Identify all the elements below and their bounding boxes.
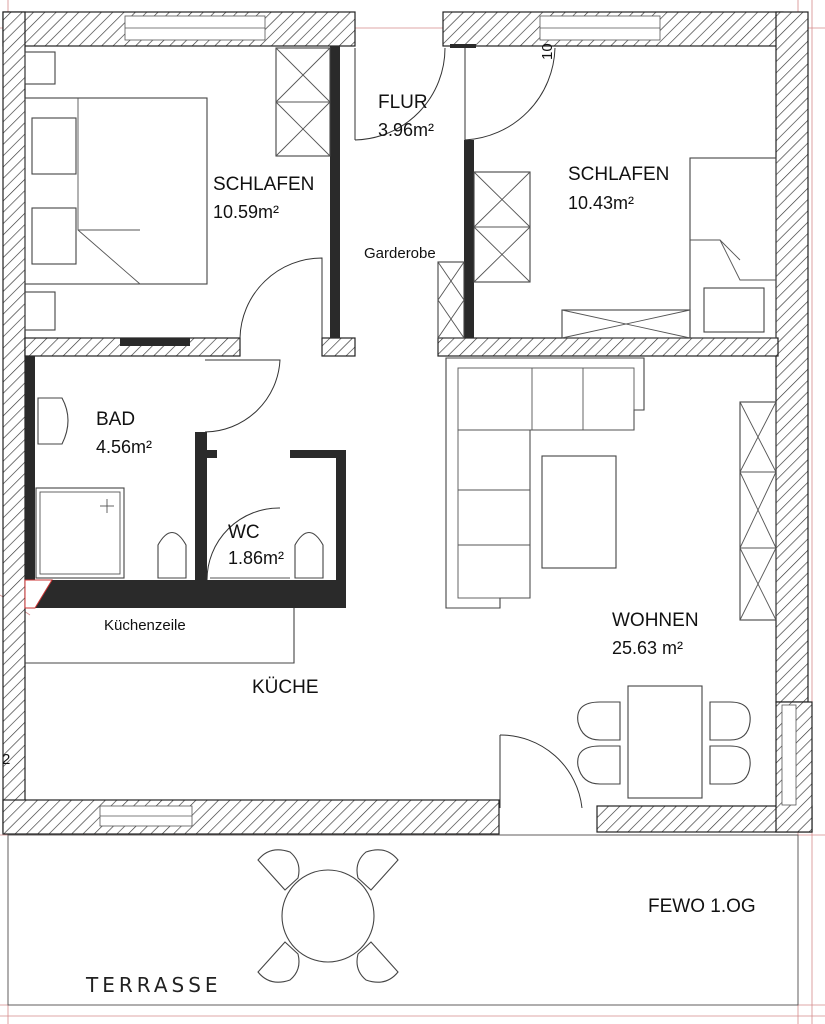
room-name-terrasse: TERRASSE xyxy=(85,973,222,997)
interior-walls xyxy=(24,44,779,609)
terrace xyxy=(7,834,799,1006)
room-area-bad: 4.56m² xyxy=(96,437,152,457)
room-name-wohnen: WOHNEN xyxy=(612,610,699,631)
room-name-flur: FLUR xyxy=(378,92,428,113)
room-area-schlafen-left: 10.59m² xyxy=(213,202,279,222)
exterior-walls xyxy=(2,11,813,835)
room-area-wohnen: 25.63 m² xyxy=(612,638,683,658)
room-area-flur: 3.96m² xyxy=(378,120,434,140)
dimension-mark-left: 2 xyxy=(2,751,10,768)
room-name-schlafen-left: SCHLAFEN xyxy=(213,174,314,195)
room-area-wc: 1.86m² xyxy=(228,548,284,568)
label-garderobe: Garderobe xyxy=(364,245,436,262)
bedroom-right-furniture xyxy=(437,157,777,339)
dimension-mark-top: 10 xyxy=(539,43,556,60)
bedroom-left-furniture xyxy=(24,47,331,331)
room-name-bad: BAD xyxy=(96,409,135,430)
room-name-kueche: KÜCHE xyxy=(252,677,319,698)
room-area-schlafen-right: 10.43m² xyxy=(568,193,634,213)
kitchen-counter xyxy=(25,608,295,664)
doors xyxy=(204,47,583,809)
label-kuechenzeile: Küchenzeile xyxy=(104,617,186,634)
living-furniture xyxy=(445,357,777,799)
plan-title: FEWO 1.OG xyxy=(648,896,756,917)
room-name-wc: WC xyxy=(228,522,260,543)
room-name-schlafen-right: SCHLAFEN xyxy=(568,164,669,185)
bathroom-furniture xyxy=(35,397,324,579)
